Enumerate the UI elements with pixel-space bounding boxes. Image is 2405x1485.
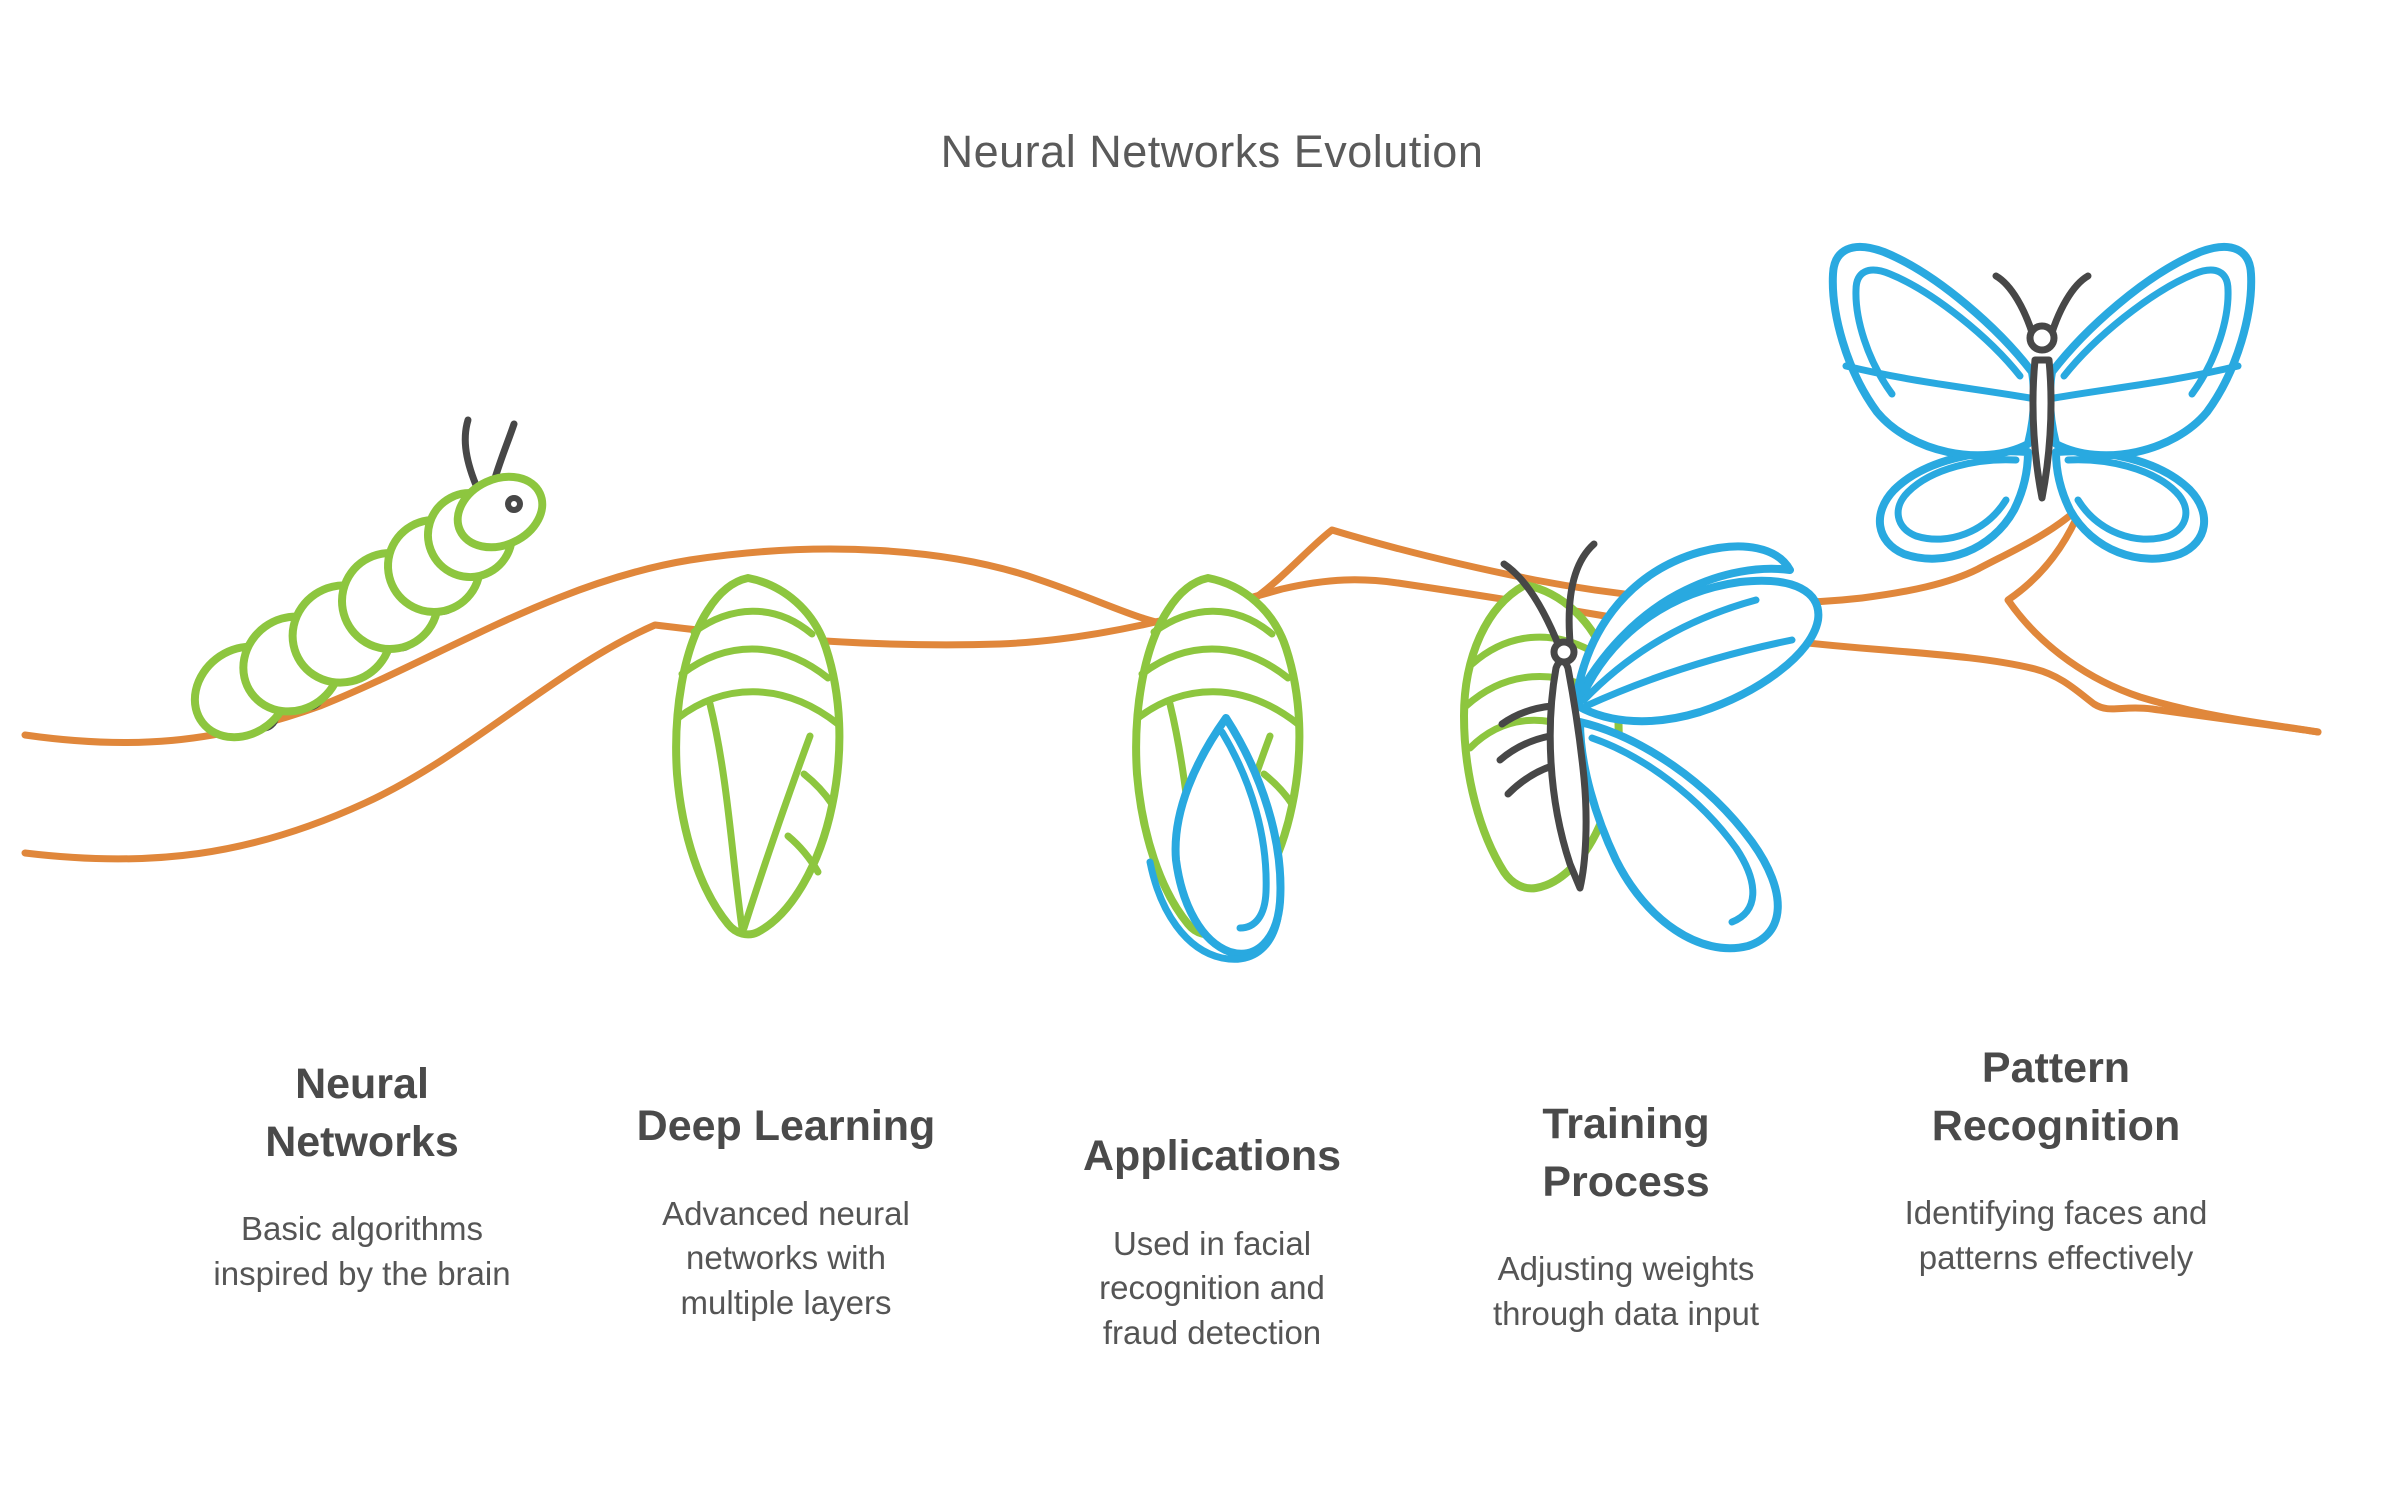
stage-title: Deep Learning [636, 1102, 936, 1150]
stage-description: Adjusting weights through data input [1492, 1250, 1760, 1333]
butterfly-icon [1833, 247, 2251, 559]
diagram-title: Neural Networks Evolution [940, 126, 1484, 177]
emerging-butterfly-icon [1460, 540, 1823, 953]
stage-description: Advanced neural networks with multiple l… [662, 1194, 910, 1322]
stage-training-process: Training Process Adjusting weights throu… [1386, 1096, 1866, 1337]
caterpillar-icon [190, 416, 547, 742]
stage-title: Neural Networks [265, 1060, 459, 1166]
stage-deep-learning: Deep Learning Advanced neural networks w… [546, 1098, 1026, 1326]
stage-description: Basic algorithms inspired by the brain [213, 1210, 511, 1293]
stage-applications: Applications Used in facial recognition … [972, 1128, 1452, 1356]
chrysalis-icon [676, 578, 839, 934]
stage-neural-networks: Neural Networks Basic algorithms inspire… [122, 1056, 602, 1297]
branch-graphic [21, 501, 2322, 863]
stage-description: Used in facial recognition and fraud det… [1099, 1224, 1325, 1352]
stage-title: Applications [1082, 1132, 1342, 1180]
stage-description: Identifying faces and patterns effective… [1904, 1194, 2208, 1277]
stage-title: Training Process [1542, 1100, 1710, 1206]
stage-title: Pattern Recognition [1931, 1044, 2181, 1150]
stage-pattern-recognition: Pattern Recognition Identifying faces an… [1816, 1040, 2296, 1281]
chrysalis-emerging-wing-icon [1136, 578, 1299, 963]
